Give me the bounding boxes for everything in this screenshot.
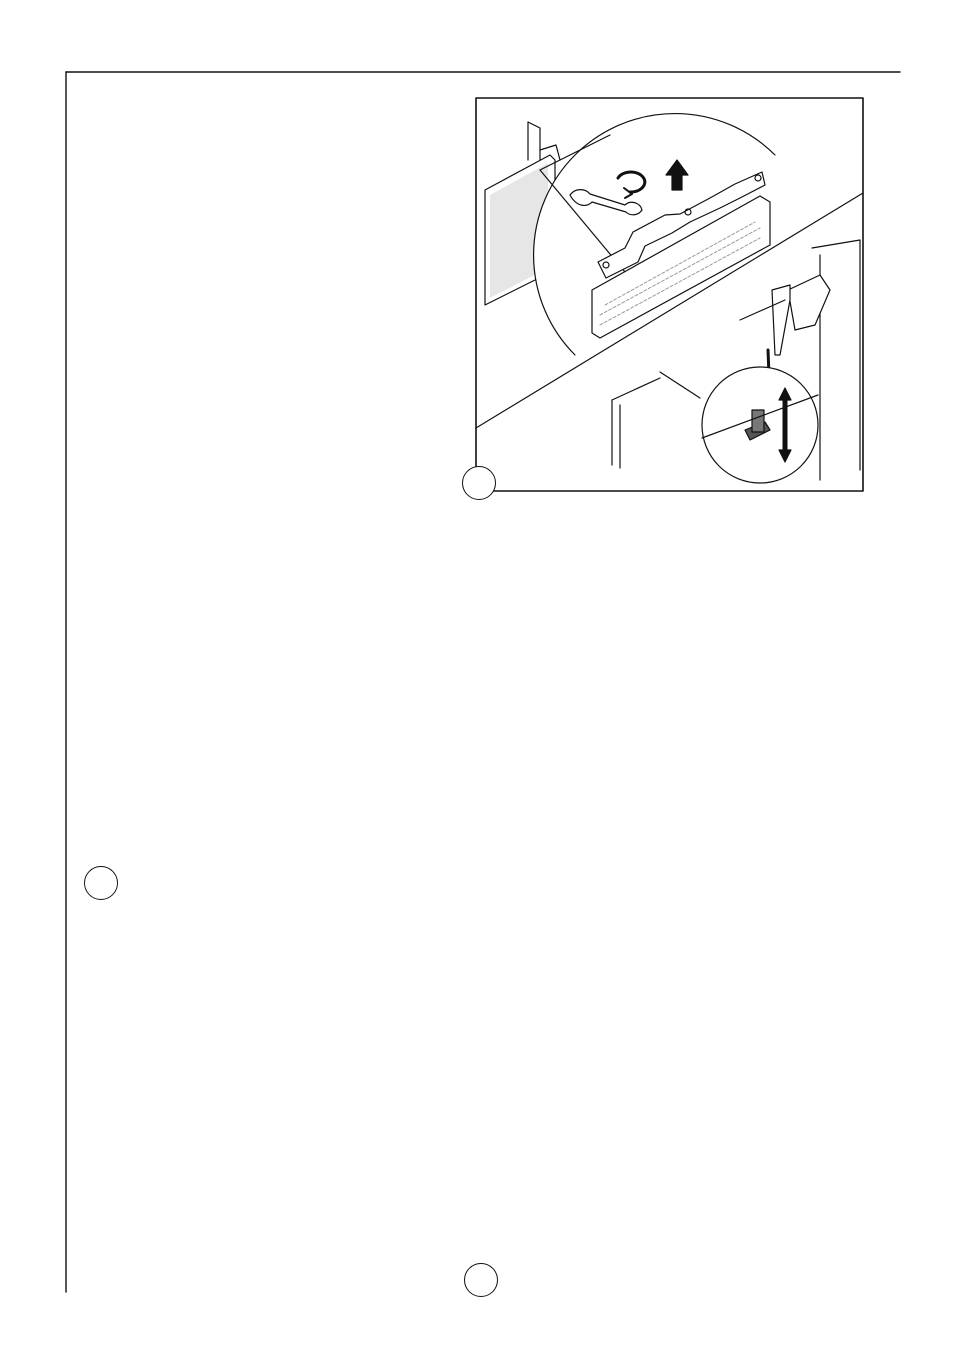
figure-number-a — [462, 466, 496, 500]
figure-number-c — [464, 1263, 498, 1297]
figure-number-b — [84, 866, 118, 900]
figure-a-hinge-adjustment — [476, 98, 863, 491]
page-frame — [66, 72, 900, 1292]
